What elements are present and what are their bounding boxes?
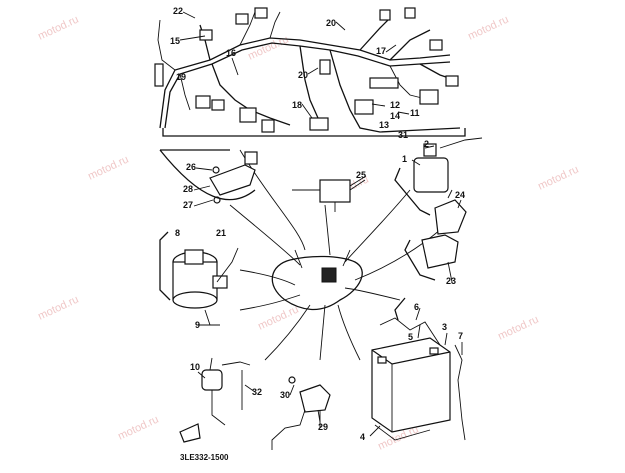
callout: 4 [360,432,365,442]
callout: 15 [170,36,180,46]
watermark: motod.ru [496,313,540,342]
horn [179,357,251,443]
watermark: motod.ru [116,413,160,442]
callout: 13 [379,120,389,130]
center-connector [321,267,337,283]
sensor-assembly [271,376,331,450]
callout: 27 [183,200,193,210]
relay-25 [292,179,366,212]
connector [354,99,374,115]
watermark: motod.ru [36,13,80,42]
callout: 2 [424,139,429,149]
callout: 29 [318,422,328,432]
center-assembly [271,249,363,311]
connector [254,7,268,19]
connector [195,95,211,109]
watermark: motod.ru [86,153,130,182]
callout: 14 [390,111,400,121]
watermark: motod.ru [256,303,300,332]
connector [429,39,443,51]
harness-bracket [162,128,466,137]
callout: 3 [442,322,447,332]
callout: 17 [376,46,386,56]
connector [239,107,257,123]
diagram-code: 3LE332-1500 [180,453,229,462]
callout: 8 [175,228,180,238]
callout: 6 [414,302,419,312]
connector [379,9,391,21]
connector [404,7,416,19]
callout: 30 [280,390,290,400]
ignition-switch-assembly [159,231,239,326]
callout: 7 [458,331,463,341]
callout: 25 [356,170,366,180]
watermark: motod.ru [466,13,510,42]
callout: 18 [292,100,302,110]
callout: 26 [186,162,196,172]
connector [369,77,399,89]
connector [154,63,164,87]
callout: 21 [216,228,226,238]
callout: 11 [410,108,420,118]
callout: 5 [408,332,413,342]
bracket-group-line [159,149,256,201]
callout: 20 [298,70,308,80]
callout: 19 [176,72,186,82]
connector [261,119,275,133]
callout: 24 [455,190,465,200]
bracket-assembly [209,151,258,204]
callout: 31 [398,130,408,140]
connector [199,29,213,41]
callout: 16 [226,48,236,58]
wire-harness [154,7,461,133]
callout: 12 [390,100,400,110]
callout: 32 [252,387,262,397]
callout: 28 [183,184,193,194]
watermark-layer: motod.ru motod.ru motod.ru motod.ru moto… [36,13,580,452]
regulator-23 [404,234,459,281]
connector [235,13,249,25]
flasher-relay-24 [434,189,467,235]
watermark: motod.ru [36,293,80,322]
watermark: motod.ru [536,163,580,192]
callout: 9 [195,320,200,330]
connector [419,89,439,105]
connector [211,99,225,111]
callout: 10 [190,362,200,372]
callout-labels: 22 15 16 19 20 20 17 18 12 14 13 11 31 2… [170,6,465,442]
connector [309,117,329,131]
connector [445,75,459,87]
callout: 22 [173,6,183,16]
callout: 20 [326,18,336,28]
callout: 1 [402,154,407,164]
callout: 23 [446,276,456,286]
callout-ticks [179,11,463,437]
battery-assembly [371,297,466,441]
ignition-coil [394,137,483,216]
connector [319,59,331,75]
